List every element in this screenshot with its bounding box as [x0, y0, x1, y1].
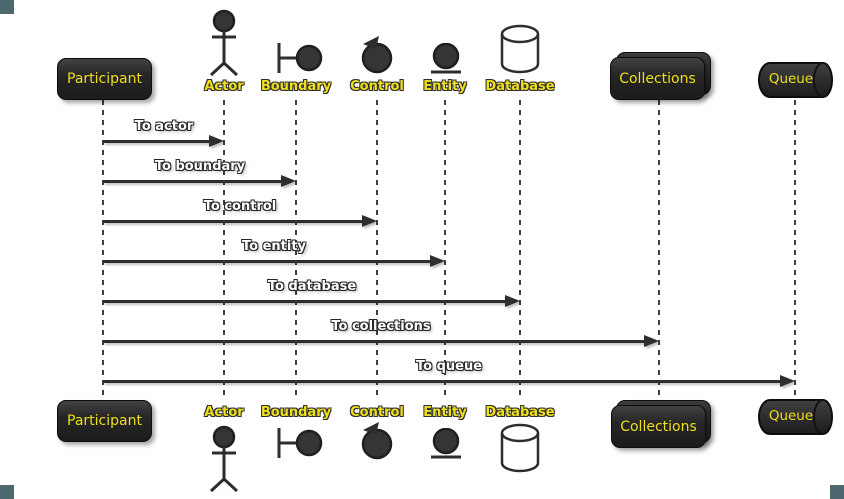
message-line [103, 340, 645, 343]
lifeline-control [376, 100, 378, 400]
database-label-bottom: Database [485, 405, 555, 420]
message-label: To control [203, 199, 277, 214]
database-label-top: Database [485, 79, 555, 94]
actor-icon-top [209, 9, 239, 77]
queue-label-bottom: Queue [768, 408, 814, 424]
message-label: To collections [331, 319, 431, 334]
message-line [103, 300, 506, 303]
message-arrowhead [780, 375, 795, 387]
message-line [103, 260, 431, 263]
message-arrowhead [362, 215, 377, 227]
message-label: To entity [241, 239, 307, 254]
queue-shape-bottom [758, 399, 833, 435]
collections-label: Collections [620, 418, 697, 435]
entity-icon-bottom [431, 428, 461, 459]
entity-label-bottom: Entity [423, 405, 467, 420]
participant-box-bottom: Participant [57, 400, 152, 442]
collections-box-top: Collections [610, 57, 705, 100]
actor-icon-bottom [209, 425, 239, 493]
message-arrowhead [644, 335, 659, 347]
message-line [103, 380, 781, 383]
entity-icon-top [431, 43, 461, 74]
collections-label: Collections [619, 70, 696, 87]
message-arrowhead [430, 255, 445, 267]
control-label-bottom: Control [350, 405, 404, 420]
corner-marker-top-left [0, 0, 14, 14]
message-label: To database [267, 279, 357, 294]
participant-box-top: Participant [57, 58, 152, 100]
participant-label: Participant [67, 413, 142, 429]
corner-marker-bottom-left [0, 485, 14, 499]
actor-label-top: Actor [204, 79, 244, 94]
message-arrowhead [281, 175, 296, 187]
boundary-icon-bottom [277, 428, 323, 458]
lifeline-actor [223, 100, 225, 400]
database-icon-top [500, 24, 540, 74]
lifeline-entity [444, 100, 446, 400]
boundary-icon-top [277, 43, 323, 73]
message-label: To boundary [154, 159, 246, 174]
control-icon-bottom [361, 422, 393, 460]
database-icon-bottom [500, 423, 540, 473]
corner-marker-bottom-right [830, 485, 844, 499]
boundary-label-bottom: Boundary [260, 405, 332, 420]
lifeline-boundary [295, 100, 297, 400]
lifeline-participant [102, 100, 104, 400]
control-icon-top [361, 36, 393, 74]
queue-label-top: Queue [768, 71, 814, 87]
control-label-top: Control [350, 79, 404, 94]
entity-label-top: Entity [423, 79, 467, 94]
message-label: To actor [134, 119, 194, 134]
participant-label: Participant [67, 71, 142, 87]
lifeline-queue [794, 100, 796, 400]
collections-box-bottom: Collections [611, 405, 706, 448]
lifeline-collections [658, 100, 660, 400]
message-line [103, 220, 363, 223]
message-line [103, 180, 282, 183]
message-line [103, 140, 210, 143]
boundary-label-top: Boundary [260, 79, 332, 94]
message-arrowhead [505, 295, 520, 307]
message-label: To queue [415, 359, 483, 374]
lifeline-database [519, 100, 521, 400]
message-arrowhead [209, 135, 224, 147]
queue-shape-top [758, 62, 833, 98]
actor-label-bottom: Actor [204, 405, 244, 420]
